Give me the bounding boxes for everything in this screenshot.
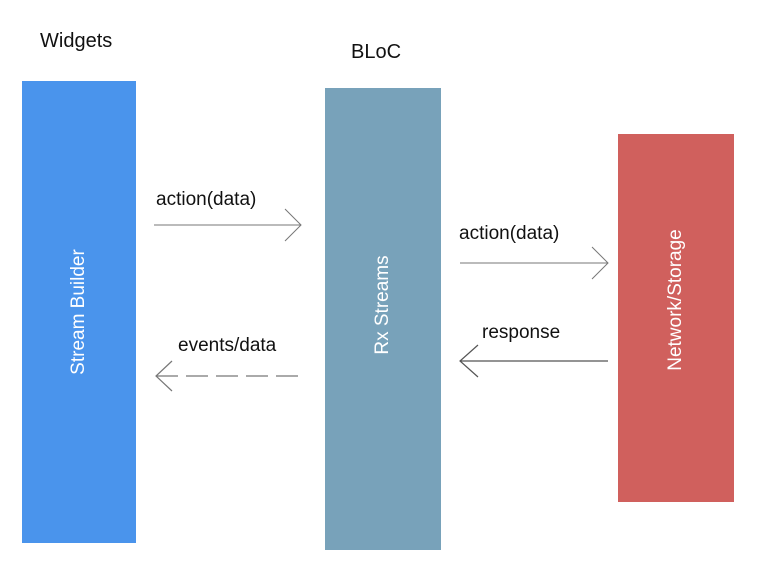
response-label: response bbox=[482, 322, 561, 343]
widgets-heading: Widgets bbox=[40, 30, 113, 52]
action-arrow-bloc-to-network bbox=[460, 246, 609, 280]
events-arrow-bloc-to-widgets bbox=[155, 360, 300, 392]
events-data-label: events/data bbox=[178, 335, 277, 356]
widgets-column: Stream Builder bbox=[22, 81, 136, 543]
bloc-heading: BLoC bbox=[351, 41, 402, 63]
bloc-column: Rx Streams bbox=[325, 88, 441, 550]
action-data-label-1: action(data) bbox=[156, 189, 257, 210]
network-storage-column: Network/Storage bbox=[618, 134, 734, 502]
response-arrow-network-to-bloc bbox=[459, 344, 608, 378]
action-data-label-2: action(data) bbox=[459, 223, 560, 244]
action-arrow-widgets-to-bloc bbox=[154, 208, 302, 242]
